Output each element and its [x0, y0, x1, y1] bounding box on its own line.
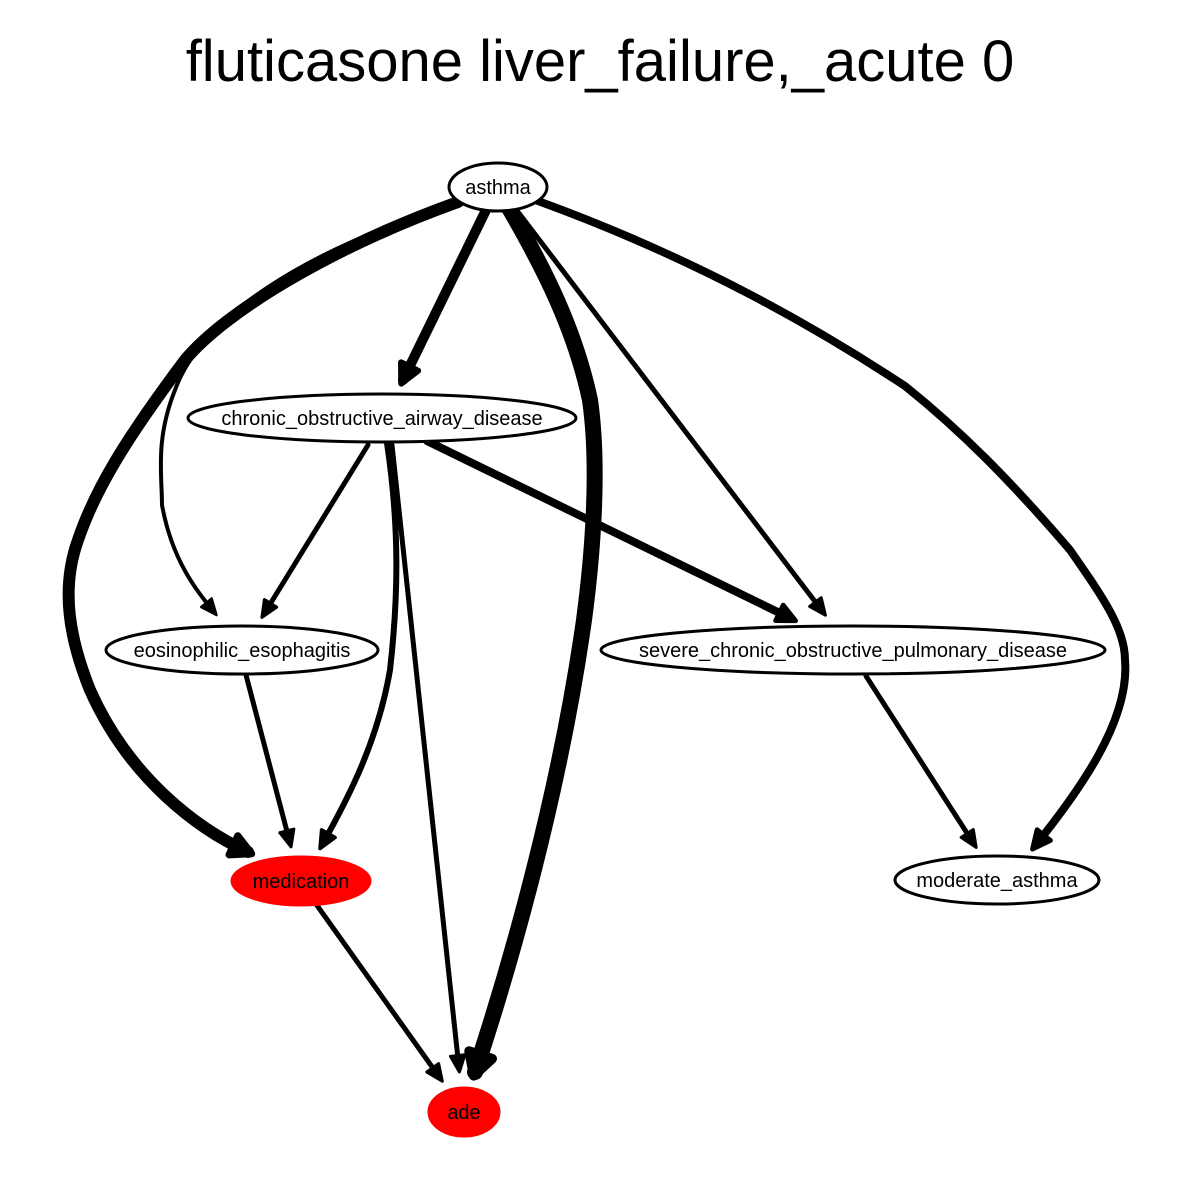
arrowhead-asthma-to-chronic_obstructive_airway_disease: [398, 359, 422, 387]
node-label-severe_chronic_obstructive_pulmonary_disease: severe_chronic_obstructive_pulmonary_dis…: [639, 640, 1067, 662]
node-shape-severe_chronic_obstructive_pulmonary_disease[interactable]: [599, 624, 1107, 676]
edge-asthma-to-medication: [62, 196, 464, 858]
node-shape-moderate_asthma[interactable]: [893, 854, 1101, 906]
arrowhead-asthma-to-eosinophilic_esophagitis: [199, 597, 218, 617]
arrowhead-chronic_obstructive_airway_disease-to-ade: [448, 1053, 467, 1074]
arrowhead-chronic_obstructive_airway_disease-to-severe_chronic_obstructive_pulmonary_disease: [773, 602, 798, 624]
arrowhead-asthma-to-ade: [464, 1046, 498, 1081]
node-moderate_asthma[interactable]: moderate_asthma: [893, 854, 1101, 906]
node-eosinophilic_esophagitis[interactable]: eosinophilic_esophagitis: [104, 624, 380, 676]
edge-asthma-to-chronic_obstructive_airway_disease: [398, 205, 491, 385]
node-ade[interactable]: ade: [427, 1086, 501, 1138]
edge-chronic_obstructive_airway_disease-to-eosinophilic_esophagitis: [261, 442, 371, 617]
arrowhead-chronic_obstructive_airway_disease-to-medication: [318, 828, 337, 851]
arrowhead-chronic_obstructive_airway_disease-to-eosinophilic_esophagitis: [260, 598, 279, 619]
arrowhead-eosinophilic_esophagitis-to-medication: [278, 827, 296, 849]
edge-asthma-to-severe_chronic_obstructive_pulmonary_disease: [512, 205, 826, 615]
edge-chronic_obstructive_airway_disease-to-severe_chronic_obstructive_pulmonary_disease: [423, 437, 796, 623]
edge-severe_chronic_obstructive_pulmonary_disease-to-moderate_asthma: [863, 673, 977, 847]
arrowhead-asthma-to-severe_chronic_obstructive_pulmonary_disease: [808, 596, 827, 617]
edge-asthma-to-moderate_asthma: [534, 197, 1130, 850]
node-medication[interactable]: medication: [230, 855, 372, 907]
edge-chronic_obstructive_airway_disease-to-ade: [389, 442, 462, 1071]
edge-asthma-to-ade: [467, 200, 603, 1080]
node-label-moderate_asthma: moderate_asthma: [916, 870, 1078, 892]
diagram-title: fluticasone liver_failure,_acute 0: [185, 29, 1015, 94]
node-label-asthma: asthma: [465, 177, 531, 199]
edge-medication-to-ade: [313, 901, 443, 1081]
node-shape-asthma[interactable]: [447, 161, 549, 213]
arrowhead-asthma-to-moderate_asthma: [1030, 827, 1053, 852]
node-shape-ade[interactable]: [427, 1086, 501, 1138]
node-label-eosinophilic_esophagitis: eosinophilic_esophagitis: [134, 640, 351, 662]
edge-eosinophilic_esophagitis-to-medication: [243, 672, 293, 846]
node-shape-chronic_obstructive_airway_disease[interactable]: [186, 392, 578, 444]
node-shape-medication[interactable]: [230, 855, 372, 907]
edge-chronic_obstructive_airway_disease-to-medication: [319, 440, 400, 848]
edge-asthma-to-eosinophilic_esophagitis: [158, 200, 464, 614]
node-shape-eosinophilic_esophagitis[interactable]: [104, 624, 380, 676]
arrowhead-severe_chronic_obstructive_pulmonary_disease-to-moderate_asthma: [959, 828, 978, 849]
node-label-chronic_obstructive_airway_disease: chronic_obstructive_airway_disease: [221, 408, 542, 430]
node-severe_chronic_obstructive_pulmonary_disease[interactable]: severe_chronic_obstructive_pulmonary_dis…: [599, 624, 1107, 676]
nodes-layer: asthma chronic_obstructive_airway_disease…: [104, 161, 1107, 1138]
arrowhead-medication-to-ade: [425, 1062, 444, 1083]
node-asthma[interactable]: asthma: [447, 161, 549, 213]
node-label-medication: medication: [253, 871, 350, 893]
node-chronic_obstructive_airway_disease[interactable]: chronic_obstructive_airway_disease: [186, 392, 578, 444]
arrowhead-asthma-to-medication: [225, 832, 256, 859]
edges-layer: [62, 196, 1130, 1083]
node-label-ade: ade: [447, 1102, 480, 1124]
